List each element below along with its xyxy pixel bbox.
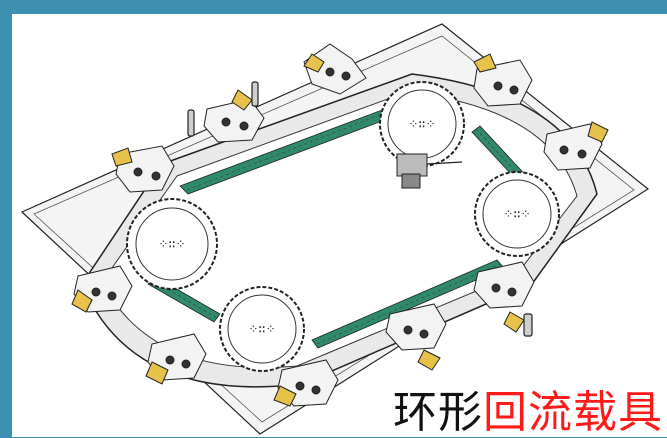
- caption-highlight: 回流载具: [483, 387, 663, 438]
- stand-posts: [187, 81, 533, 337]
- carrier-block: [303, 43, 367, 95]
- svg-text:⁘∷⁘: ⁘∷⁘: [408, 117, 435, 131]
- carrier-block: [203, 89, 265, 143]
- sprocket-wheel-bottom: ⁘∷⁘: [219, 286, 305, 372]
- svg-text:⁘∷⁘: ⁘∷⁘: [503, 207, 530, 221]
- carrier-block: [543, 121, 609, 171]
- drawing-caption: 环形回流载具: [393, 391, 663, 435]
- drive-motor: [396, 153, 463, 189]
- carrier-block: [145, 333, 207, 385]
- carrier-block: [385, 303, 447, 371]
- image-panel: ⁘∷⁘ ⁘∷⁘ ⁘∷⁘ ⁘∷⁘: [12, 14, 667, 437]
- carrier-block: [111, 145, 175, 193]
- carrier-block: [71, 265, 133, 313]
- sprocket-wheel-top: ⁘∷⁘: [379, 81, 465, 167]
- sprocket-wheel-right: ⁘∷⁘: [474, 171, 560, 257]
- caption-prefix: 环形: [393, 387, 483, 438]
- sprocket-wheel-left: ⁘∷⁘: [126, 198, 218, 290]
- carrier-block: [473, 261, 535, 333]
- carrier-block: [473, 53, 533, 107]
- carrier-block: [273, 359, 339, 407]
- carrier-blocks: [71, 43, 609, 407]
- svg-text:⁘∷⁘: ⁘∷⁘: [158, 237, 185, 251]
- conveyor-drawing: ⁘∷⁘ ⁘∷⁘ ⁘∷⁘ ⁘∷⁘: [20, 23, 650, 435]
- svg-text:⁘∷⁘: ⁘∷⁘: [248, 322, 275, 336]
